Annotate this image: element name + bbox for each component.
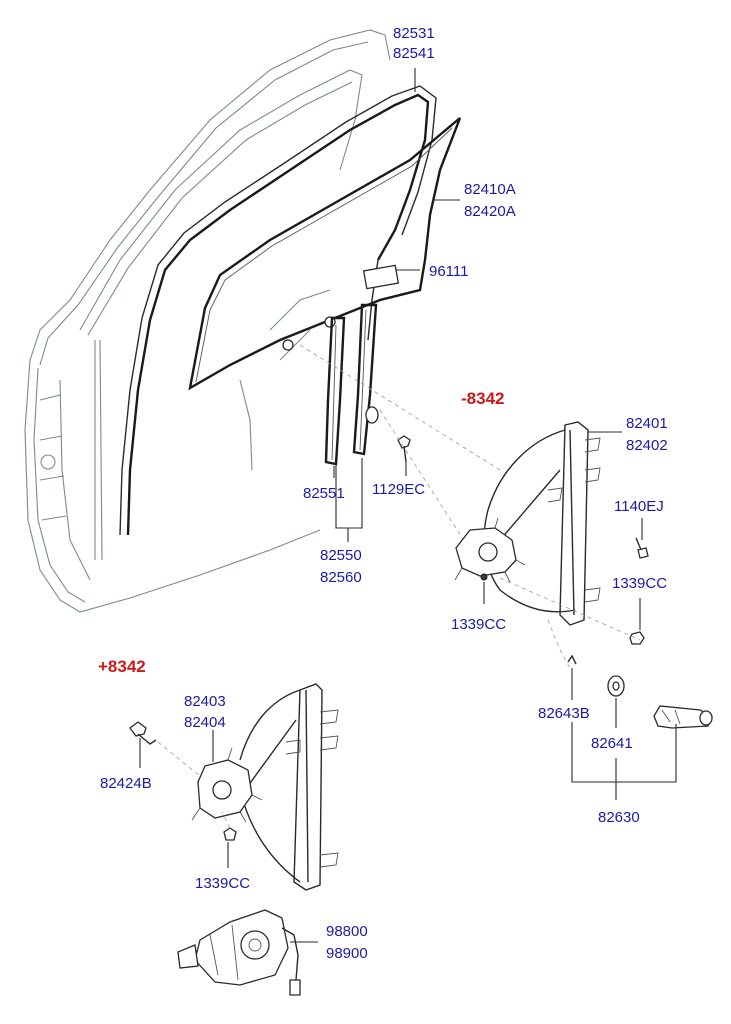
label-regulator-lower-a: 82403 (184, 693, 226, 710)
door-glass (188, 117, 462, 391)
leader-lines (139, 68, 677, 943)
window-regulator-lower (191, 683, 339, 891)
label-regulator-upper-b: 82402 (626, 437, 668, 454)
label-channel-assy-a: 82550 (320, 547, 362, 564)
label-clip-82643b: 82643B (538, 705, 590, 722)
label-grommet-82641: 82641 (591, 735, 633, 752)
bolt-1129ec-part (397, 435, 411, 463)
alignment-dash-lower (157, 741, 231, 829)
lower-sash-channel (324, 303, 379, 466)
alignment-dash-upper (299, 344, 501, 551)
label-channel-lower: 82551 (303, 485, 345, 502)
label-nut-mid: 1339CC (451, 616, 506, 633)
nut-1339cc-right-part (629, 631, 645, 645)
label-nut-right: 1339CC (612, 575, 667, 592)
label-regulator-upper-a: 82401 (626, 415, 668, 432)
label-nut-lower: 1339CC (195, 875, 250, 892)
label-glass-b: 82420A (464, 203, 516, 220)
label-glass-sticker: 96111 (429, 263, 469, 280)
door-run-channel (119, 85, 437, 536)
label-motor-b: 98900 (326, 945, 368, 962)
marker-plus-8342: +8342 (98, 657, 146, 676)
window-motor (177, 909, 301, 996)
label-bolt-1140ej: 1140EJ (614, 498, 664, 515)
label-bolt-1129ec: 1129EC (372, 481, 425, 498)
nut-1339cc-lower-part (223, 827, 237, 841)
label-channel-assy-b: 82560 (320, 569, 362, 586)
label-run-channel-b: 82541 (393, 45, 435, 62)
alignment-dash-right (499, 577, 641, 669)
bolt-1140ej-part (635, 537, 649, 559)
grommet-82641-part (607, 675, 625, 697)
bolt-82424b-part (129, 721, 157, 745)
label-motor-a: 98800 (326, 923, 368, 940)
marker-minus-8342: -8342 (461, 389, 504, 408)
door-shell (24, 29, 391, 613)
label-handle-82630: 82630 (598, 809, 640, 826)
handle-82630-part (653, 705, 713, 729)
clip-82643b-part (567, 654, 577, 665)
label-bolt-82424b: 82424B (100, 775, 152, 792)
label-glass-a: 82410A (464, 181, 516, 198)
label-regulator-lower-b: 82404 (184, 714, 226, 731)
window-regulator-upper (454, 421, 601, 626)
label-run-channel-a: 82531 (393, 25, 435, 42)
